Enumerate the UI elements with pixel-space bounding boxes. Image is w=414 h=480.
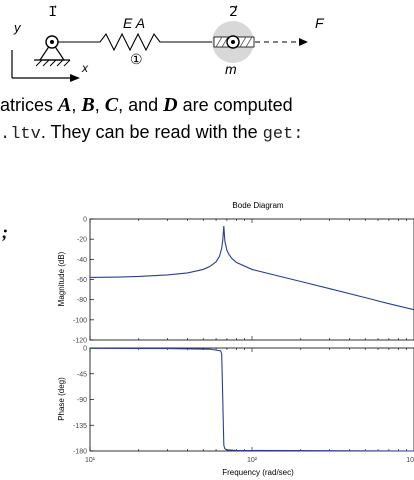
phase-tick-label: -180 xyxy=(73,449,87,456)
phase-axes-frame xyxy=(89,347,414,452)
frequency-ticks: 10¹ 10² 10 xyxy=(85,457,414,464)
matrix-c: C xyxy=(104,94,119,116)
text-fragment: , xyxy=(94,95,105,115)
spring-stiffness-label: E A xyxy=(123,15,145,31)
mass-guide-hatching xyxy=(215,36,253,48)
support-hatching xyxy=(35,59,71,67)
magnitude-ticks: 0 -20 -40 -60 -80 -100 -120 xyxy=(73,217,407,345)
matrix-b: B xyxy=(81,94,95,116)
phase-series-line xyxy=(89,347,414,452)
text-line-1: atrices A, B, C, and D are computed xyxy=(0,92,414,119)
spring-element xyxy=(58,32,214,52)
matrix-a: A xyxy=(58,94,72,116)
magnitude-tick-label: -20 xyxy=(77,237,87,244)
x-axis-arrowhead xyxy=(70,74,80,82)
force-label: F xyxy=(315,15,325,31)
text-fragment: . They can be read with the xyxy=(40,122,263,142)
magnitude-series-line xyxy=(89,226,414,311)
node-1-pin-dot xyxy=(50,40,54,44)
magnitude-tick-label: 0 xyxy=(83,217,87,224)
frequency-tick-label: 10² xyxy=(247,457,258,464)
phase-tick-label: -90 xyxy=(77,397,87,404)
code-get: get: xyxy=(262,125,304,144)
magnitude-tick-label: -60 xyxy=(77,277,87,284)
text-line-2: .ltv. They can be read with the get: xyxy=(0,119,414,148)
magnitude-tick-label: -120 xyxy=(73,338,87,345)
magnitude-axes-frame xyxy=(89,218,414,341)
phase-tick-label: 0 xyxy=(83,346,87,353)
frequency-axis-label: Frequency (rad/sec) xyxy=(222,468,294,477)
phase-tick-label: -45 xyxy=(77,371,87,378)
magnitude-tick-label: -80 xyxy=(77,297,87,304)
code-semicolon: ; xyxy=(2,222,8,242)
text-fragment: , xyxy=(71,95,82,115)
element-number-label: ① xyxy=(130,51,143,67)
phase-tick-label: -135 xyxy=(73,423,87,430)
phase-axis-label: Phase (deg) xyxy=(57,377,66,421)
magnitude-tick-label: -100 xyxy=(73,317,87,324)
document-text: atrices A, B, C, and D are computed .ltv… xyxy=(0,92,414,148)
text-fragment: , and xyxy=(118,95,164,115)
node-2-label: 2⃗ xyxy=(229,3,238,19)
frequency-tick-label: 10¹ xyxy=(85,457,96,464)
mass-label: m xyxy=(225,61,237,77)
node-1-label: 1⃗ xyxy=(48,3,57,19)
y-axis-label: y xyxy=(13,20,22,35)
bode-title: Bode Diagram xyxy=(232,201,283,210)
matrix-d: D xyxy=(163,94,178,116)
text-fragment: are computed xyxy=(177,95,293,115)
node-2-pin-dot xyxy=(231,40,235,44)
magnitude-tick-label: -40 xyxy=(77,257,87,264)
frequency-tick-label: 10 xyxy=(406,457,414,464)
mechanical-system-figure: y x 1⃗ E A ① 2⃗ m F xyxy=(11,3,325,82)
text-fragment: atrices xyxy=(0,95,59,115)
x-axis-label: x xyxy=(81,61,89,75)
force-arrowhead xyxy=(299,38,308,46)
code-ltv: .ltv xyxy=(0,125,41,144)
magnitude-axis-label: Magnitude (dB) xyxy=(57,251,66,306)
